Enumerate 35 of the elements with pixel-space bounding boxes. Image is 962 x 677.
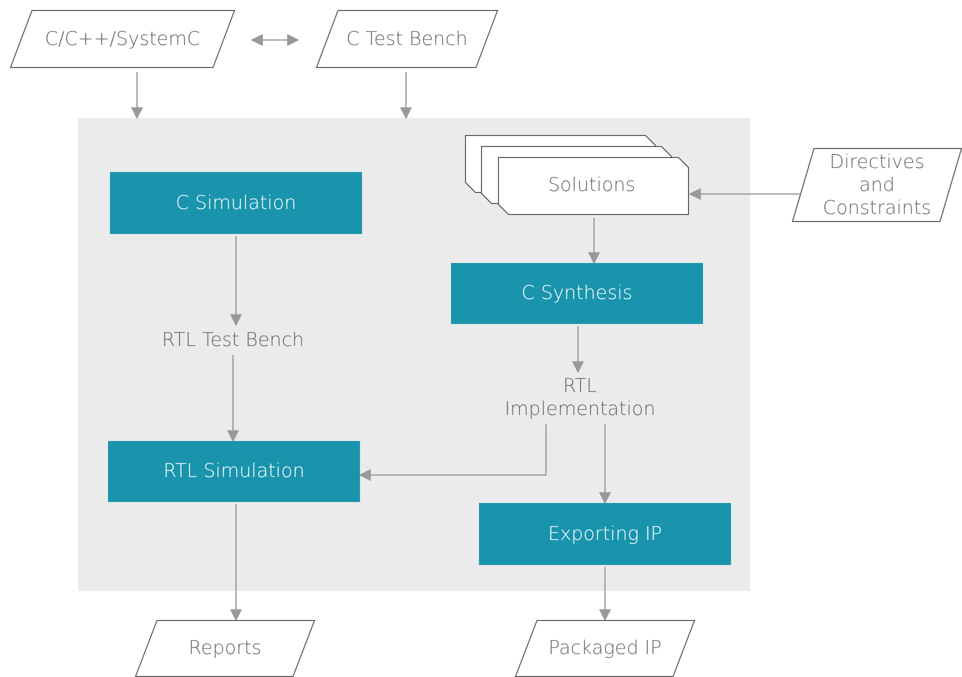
node-label: RTL Test Bench bbox=[162, 328, 304, 352]
stacked-documents bbox=[465, 135, 690, 215]
arrow bbox=[230, 504, 242, 622]
arrow bbox=[250, 34, 300, 46]
node-label: C/C++/SystemC bbox=[44, 28, 200, 50]
process-region-background bbox=[78, 118, 750, 591]
input-output-parallelogram bbox=[10, 10, 235, 68]
node-label: Directives and Constraints bbox=[822, 150, 932, 220]
arrow bbox=[230, 236, 242, 326]
node-label: Reports bbox=[188, 637, 262, 660]
node-label: Solutions bbox=[548, 174, 636, 197]
input-output-parallelogram bbox=[792, 148, 962, 222]
arrow bbox=[588, 218, 600, 264]
node-label: Exporting IP bbox=[548, 522, 662, 546]
node-label: RTL Implementation bbox=[504, 375, 656, 421]
process-box bbox=[451, 263, 703, 324]
process-box bbox=[110, 172, 362, 234]
arrow bbox=[572, 326, 584, 374]
input-output-parallelogram bbox=[135, 620, 315, 677]
arrow bbox=[227, 355, 239, 442]
input-output-parallelogram bbox=[316, 10, 498, 68]
node-label: RTL Simulation bbox=[163, 460, 305, 483]
process-box bbox=[479, 503, 731, 565]
node-label: C Synthesis bbox=[522, 282, 632, 305]
arrow bbox=[599, 567, 611, 622]
process-box bbox=[108, 441, 360, 502]
node-label: C Test Bench bbox=[346, 28, 468, 50]
arrow bbox=[131, 72, 143, 120]
input-output-parallelogram bbox=[515, 620, 695, 677]
node-label: C Simulation bbox=[176, 192, 296, 214]
arrow bbox=[688, 188, 800, 200]
arrow bbox=[358, 424, 547, 481]
node-label: Packaged IP bbox=[548, 637, 662, 660]
arrow bbox=[400, 72, 412, 120]
arrow bbox=[599, 424, 611, 504]
